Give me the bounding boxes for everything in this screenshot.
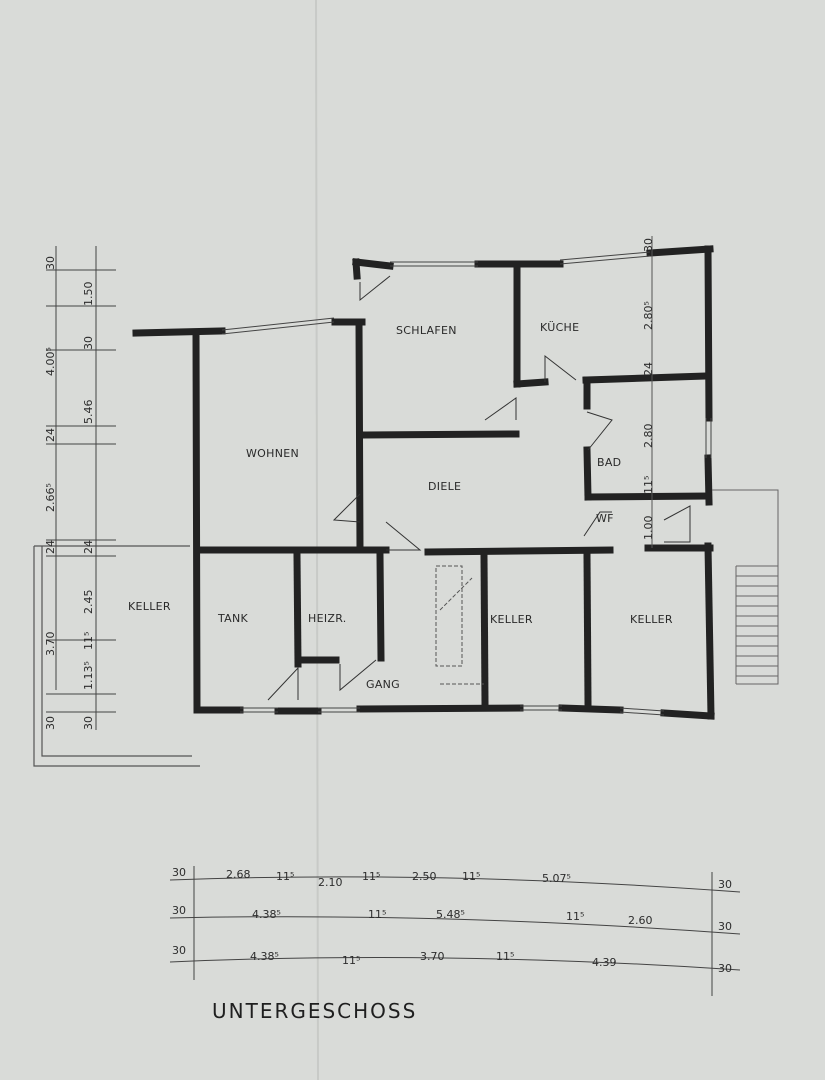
dim-left-4-00: 4.00⁵ [44, 347, 57, 376]
dim-b2-2-60: 2.60 [628, 914, 653, 927]
dim-left-2-66: 2.66⁵ [44, 483, 57, 512]
dim-left-30-top: 30 [44, 256, 57, 270]
room-label-bad: BAD [597, 456, 621, 469]
room-label-wf: WF [596, 512, 614, 525]
room-label-diele: DIELE [428, 480, 461, 493]
dim-b1-2-50: 2.50 [412, 870, 437, 883]
dim-b2-11-5a: 11⁵ [368, 908, 386, 921]
dim-left-24-b: 24 [44, 540, 57, 554]
dim-b1-11-5a: 11⁵ [276, 870, 294, 883]
dimensions-bottom-row-1: 30 2.68 11⁵ 2.10 11⁵ 2.50 11⁵ 5.07⁵ 30 [172, 866, 732, 891]
exterior-stairs [712, 489, 779, 685]
dimensions-right: 30 2.80⁵ 24 2.80 11⁵ 1.00 [642, 238, 655, 540]
dim-b1-11-5b: 11⁵ [362, 870, 380, 883]
dim-b3-11-5b: 11⁵ [496, 950, 514, 963]
dimensions-left: 30 1.50 30 4.00⁵ 5.46 24 2.66⁵ 24 24 2.4… [44, 256, 95, 730]
dim-left-1-13: 1.13⁵ [82, 661, 95, 690]
dim-left-30-d: 30 [82, 716, 95, 730]
dim-left-30-b: 30 [82, 336, 95, 350]
paper-fold [315, 0, 319, 1080]
dim-b3-4-38: 4.38⁵ [250, 950, 279, 963]
dim-left-5-46: 5.46 [82, 400, 95, 425]
dim-b1-2-10: 2.10 [318, 876, 343, 889]
dim-right-1-00: 1.00 [642, 516, 655, 541]
dim-left-30-c: 30 [44, 716, 57, 730]
dim-b1-11-5c: 11⁵ [462, 870, 480, 883]
dim-b2-30: 30 [172, 904, 186, 917]
dim-left-3-70: 3.70 [44, 632, 57, 657]
windows [221, 251, 712, 716]
walls [132, 245, 715, 720]
dim-b2-30-end: 30 [718, 920, 732, 933]
room-label-wohnen: WOHNEN [246, 447, 299, 460]
dim-right-2-80b: 2.80 [642, 424, 655, 449]
dimensions-bottom-row-3: 30 4.38⁵ 11⁵ 3.70 11⁵ 4.39 30 [172, 944, 732, 975]
dimension-lines-left [46, 246, 116, 730]
dim-b3-30: 30 [172, 944, 186, 957]
room-label-gang: GANG [366, 678, 400, 691]
plan-title: UNTERGESCHOSS [212, 999, 417, 1023]
dim-left-2-45: 2.45 [82, 590, 95, 615]
dim-right-11-5: 11⁵ [642, 476, 655, 494]
dim-b1-2-68: 2.68 [226, 868, 251, 881]
dim-right-24: 24 [642, 362, 655, 376]
dim-b1-30-end: 30 [718, 878, 732, 891]
room-label-keller-left: KELLER [128, 600, 171, 613]
dim-b2-4-38: 4.38⁵ [252, 908, 281, 921]
dim-left-24-a: 24 [44, 428, 57, 442]
dim-b2-5-48: 5.48⁵ [436, 908, 465, 921]
dim-b1-30: 30 [172, 866, 186, 879]
room-label-tank: TANK [217, 612, 249, 625]
room-label-keller-mid: KELLER [490, 613, 533, 626]
dim-b3-11-5a: 11⁵ [342, 954, 360, 967]
dimensions-bottom-row-2: 30 4.38⁵ 11⁵ 5.48⁵ 11⁵ 2.60 30 [172, 904, 732, 933]
stairs [435, 565, 484, 685]
dim-left-11-5: 11⁵ [82, 632, 95, 650]
dim-left-1-50: 1.50 [82, 282, 95, 307]
room-label-heizr: HEIZR. [308, 612, 347, 625]
room-label-kueche: KÜCHE [540, 321, 579, 334]
dim-right-30: 30 [642, 238, 655, 252]
door-swings [267, 275, 691, 701]
dim-b3-4-39: 4.39 [592, 956, 617, 969]
room-label-schlafen: SCHLAFEN [396, 324, 457, 337]
dim-b3-3-70: 3.70 [420, 950, 445, 963]
room-label-keller-right: KELLER [630, 613, 673, 626]
dim-b3-30-end: 30 [718, 962, 732, 975]
dimension-lines-bottom [169, 866, 741, 996]
dim-b2-11-5b: 11⁵ [566, 910, 584, 923]
dim-b1-5-07: 5.07⁵ [542, 872, 571, 885]
dim-right-2-80: 2.80⁵ [642, 301, 655, 330]
keller-annex-outline [33, 545, 200, 767]
dim-left-24-c: 24 [82, 540, 95, 554]
